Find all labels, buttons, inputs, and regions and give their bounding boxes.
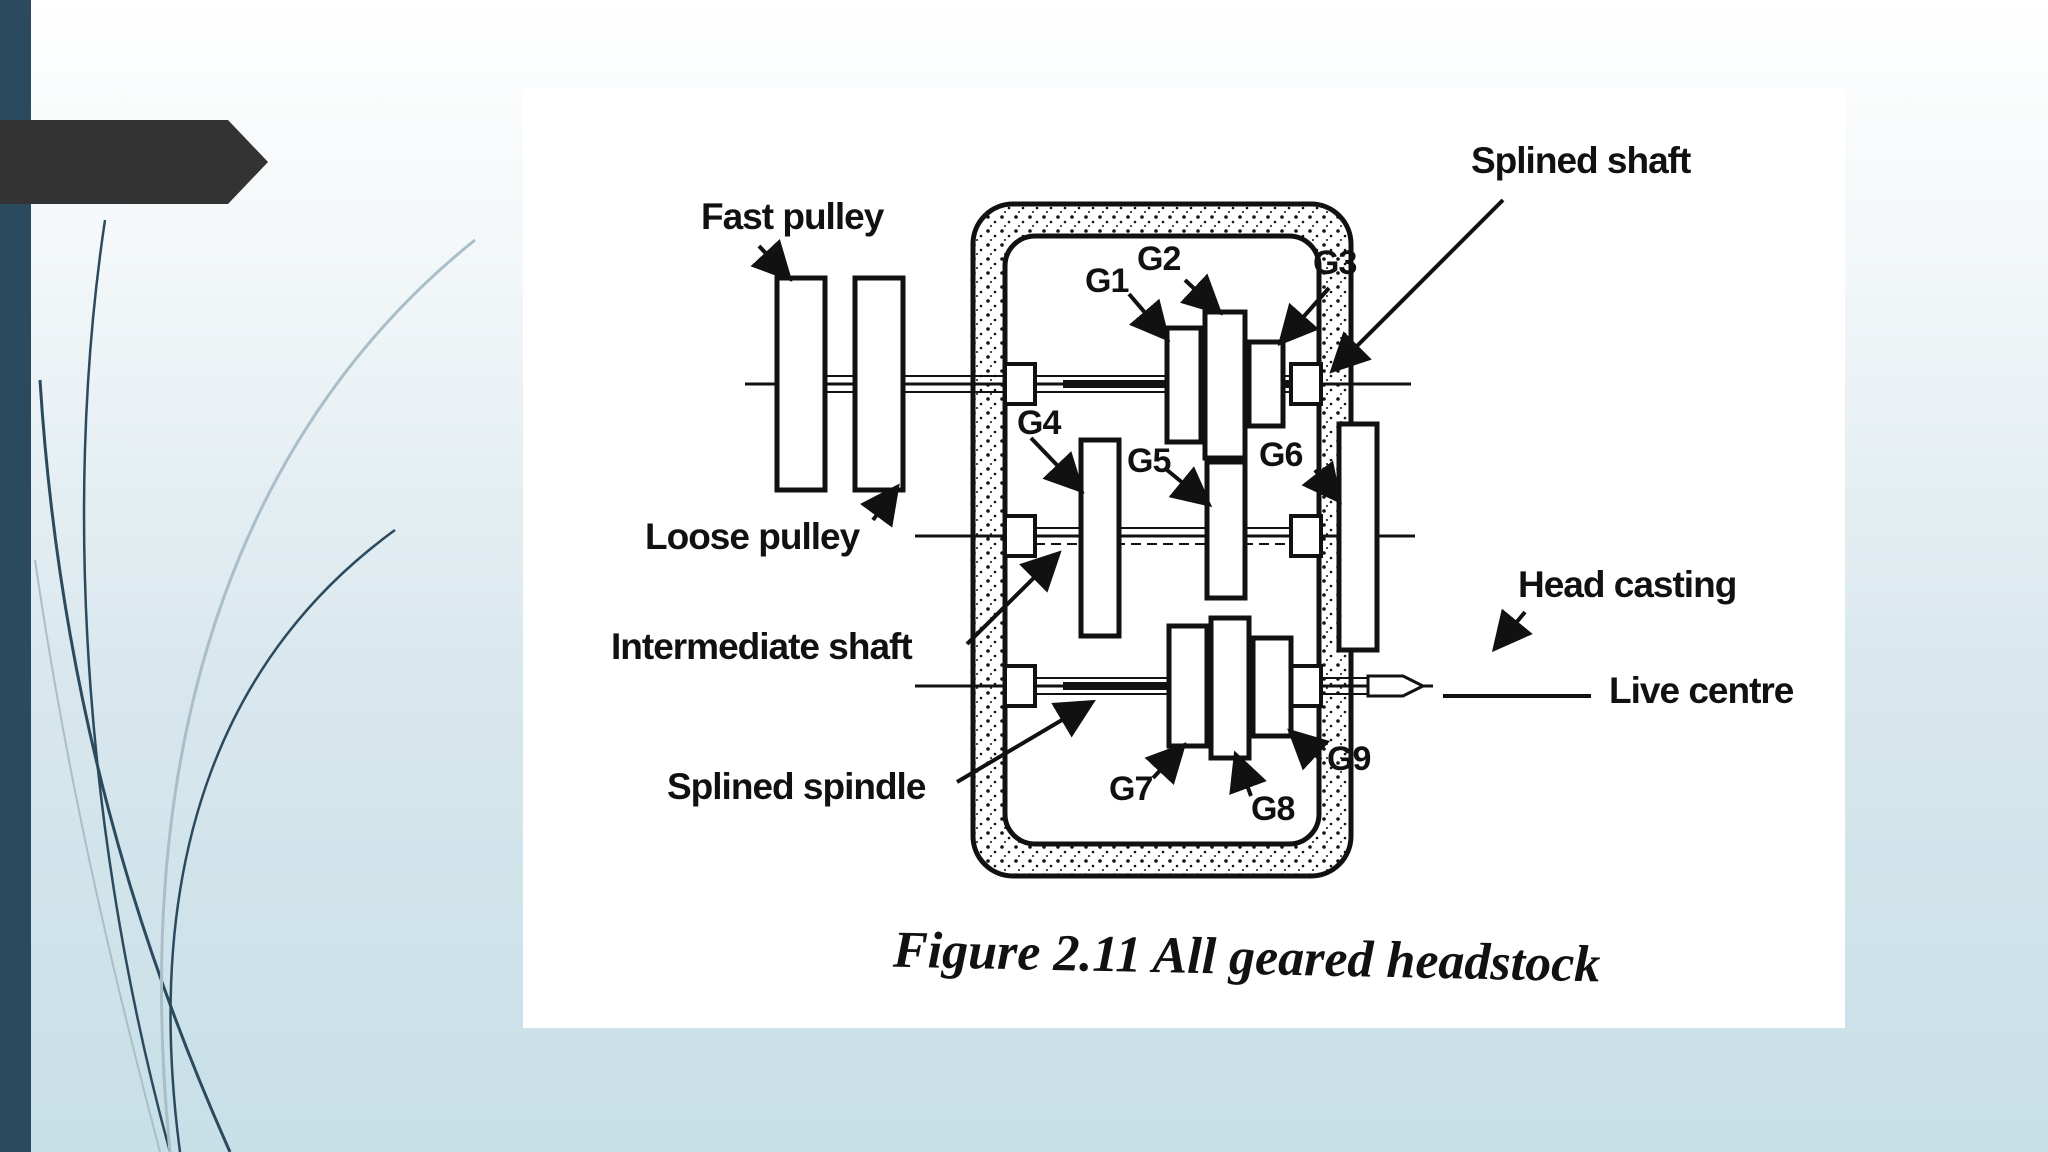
gear-label: G4 xyxy=(1017,404,1061,442)
gear-label: G5 xyxy=(1127,442,1171,480)
pulleys xyxy=(774,275,906,493)
gear-label: G7 xyxy=(1109,770,1153,808)
label-fast-pulley: Fast pulley xyxy=(701,196,884,237)
bearings xyxy=(1003,362,1323,708)
label-splined-shaft: Splined shaft xyxy=(1471,140,1691,181)
intermediate-shaft xyxy=(915,527,1415,545)
gear-label: G3 xyxy=(1313,244,1357,282)
gears xyxy=(1078,309,1380,761)
gear-label: G1 xyxy=(1085,262,1129,300)
gear-label: G8 xyxy=(1251,790,1295,828)
label-splined-spindle: Splined spindle xyxy=(667,766,926,807)
leader-arrows xyxy=(750,198,1591,797)
decorative-swirl-lines xyxy=(34,219,476,1152)
gear-label: G2 xyxy=(1137,240,1181,278)
label-head-casting: Head casting xyxy=(1518,564,1737,605)
gear-label: G6 xyxy=(1259,436,1303,474)
figure-card: Fast pulley Loose pulley Intermediate sh… xyxy=(523,88,1845,1028)
title-tab-arrow xyxy=(0,120,268,204)
gear-label: G9 xyxy=(1327,740,1371,778)
label-intermediate-shaft: Intermediate shaft xyxy=(611,626,913,667)
headstock-diagram xyxy=(745,198,1591,879)
label-live-centre: Live centre xyxy=(1609,670,1794,711)
label-loose-pulley: Loose pulley xyxy=(645,516,860,557)
